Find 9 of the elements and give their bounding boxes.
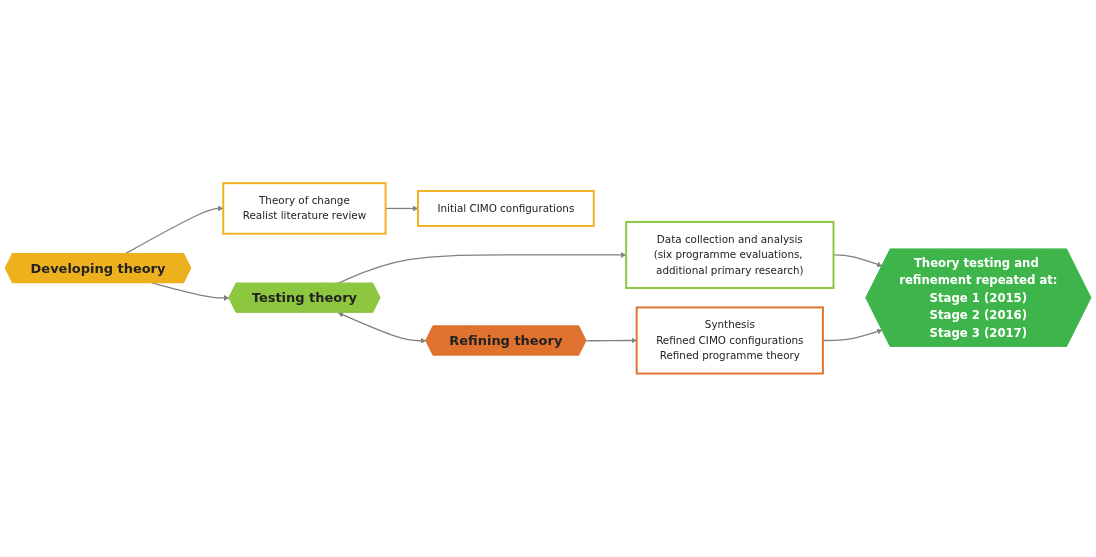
arrow (585, 337, 637, 344)
arrow (822, 329, 883, 342)
node-box: Data collection and analysis (six programme evaluations, additional primary research) (625, 221, 835, 290)
node-box: Theory of change Realist literature review (222, 182, 387, 235)
arrow (337, 312, 427, 344)
node-box: Synthesis Refined CIMO configurations Refined programme theory (635, 306, 824, 375)
arrow (124, 205, 224, 255)
arrow (151, 282, 230, 301)
node-box: Initial CIMO configurations (417, 190, 595, 228)
